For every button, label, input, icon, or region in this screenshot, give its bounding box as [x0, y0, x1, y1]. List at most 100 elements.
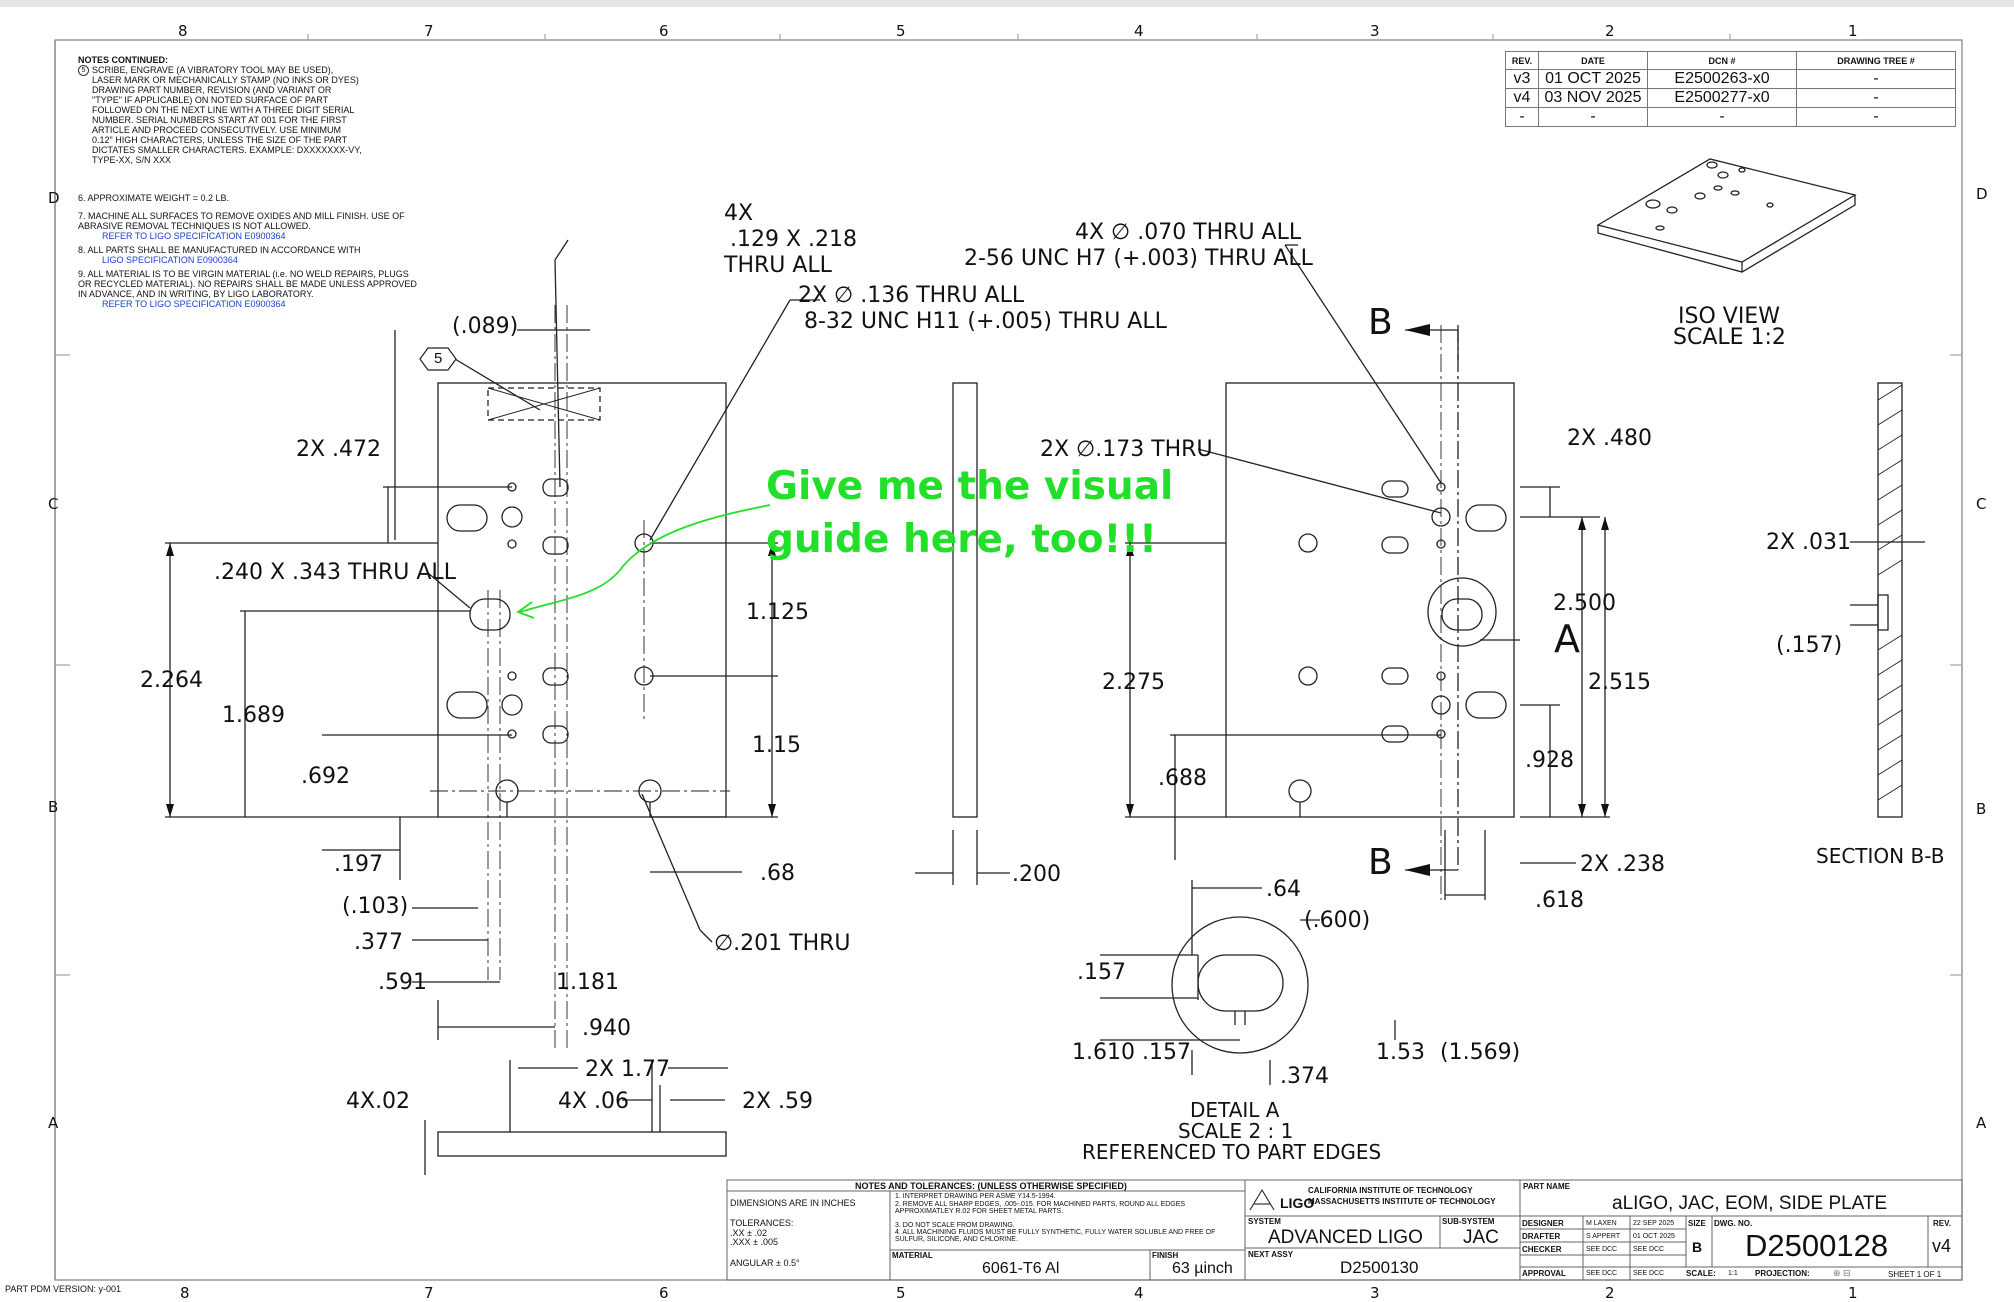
section-b-bottom-label: B [1368, 842, 1393, 883]
dim-1610: 1.610 [1072, 1040, 1135, 1065]
dim-1689: 1.689 [222, 703, 285, 728]
tb-system-label: SYSTEM [1248, 1217, 1281, 1226]
tb-next-assy: D2500130 [1340, 1258, 1419, 1277]
zone-row-a-right: A [1976, 1114, 1987, 1132]
annotation-line-2: guide here, too!!! [766, 517, 1157, 562]
zone-row-c: C [48, 495, 59, 513]
projection-symbol-icon: ⊕ ⊟ [1833, 1268, 1851, 1278]
dim-2515: 2.515 [1588, 670, 1651, 695]
zone-col-8-bottom: 8 [180, 1284, 190, 1302]
zone-col-7-bottom: 7 [424, 1284, 434, 1302]
zone-col-3-bottom: 3 [1370, 1284, 1380, 1302]
dim-928: .928 [1525, 748, 1574, 773]
tree-cell: - [1796, 88, 1956, 108]
dim-59: 2X .59 [742, 1089, 814, 1114]
dim-173-thru: 2X ∅.173 THRU [1040, 437, 1213, 462]
iso-view-title: ISO VIEW [1678, 304, 1780, 329]
note-9-link[interactable]: REFER TO LIGO SPECIFICATION E0900364 [102, 299, 286, 309]
tree-cell: - [1796, 69, 1956, 89]
slot-callout-thru: THRU ALL [724, 253, 832, 278]
zone-col-5-bottom: 5 [896, 1284, 906, 1302]
dim-157-detail-a: .157 [1077, 960, 1126, 985]
slot-callout-size: .129 X .218 [730, 227, 858, 252]
tb-approval-date: SEE DCC [1633, 1270, 1665, 1277]
dcn-cell: E2500277-x0 [1647, 88, 1797, 108]
zone-col-1-bottom: 1 [1848, 1284, 1858, 1302]
tree-cell: - [1796, 107, 1956, 127]
detail-a-scale: SCALE 2 : 1 [1178, 1119, 1294, 1143]
drawing-tree-col-header: DRAWING TREE # [1796, 51, 1956, 70]
annotation-request-text: Give me the visual guide here, too!!! [766, 460, 1173, 566]
dim-480: 2X .480 [1567, 426, 1653, 451]
dim-large-slot: .240 X .343 THRU ALL [214, 560, 456, 585]
zone-row-d-right: D [1976, 185, 1988, 203]
tb-drafter-label: DRAFTER [1522, 1232, 1561, 1241]
table-row: v4 03 NOV 2025 E2500277-x0 - [1505, 88, 1956, 108]
dim-940: .940 [582, 1016, 631, 1041]
dim-197: .197 [334, 852, 383, 877]
tb-tolerances: TOLERANCES: [730, 1218, 794, 1228]
tb-material-label: MATERIAL [892, 1251, 933, 1260]
tb-rev: v4 [1932, 1236, 1952, 1256]
dim-089: (.089) [452, 314, 519, 339]
zone-col-6-bottom: 6 [659, 1284, 669, 1302]
tb-size-label: SIZE [1688, 1219, 1706, 1228]
tb-dwg-no: D2500128 [1745, 1228, 1889, 1263]
dim-600: (.600) [1304, 908, 1371, 933]
note-7: 7. MACHINE ALL SURFACES TO REMOVE OXIDES… [78, 211, 405, 231]
dim-157-section: (.157) [1776, 633, 1843, 658]
tb-size: B [1692, 1239, 1703, 1255]
dim-031: 2X .031 [1766, 530, 1852, 555]
rev-col-header: REV. [1505, 51, 1539, 70]
dcn-cell: - [1647, 107, 1797, 127]
detail-a-callout: A [1554, 617, 1580, 661]
dim-02: 4X.02 [346, 1089, 411, 1114]
tb-logo-text: LIGO [1280, 1195, 1315, 1211]
detail-a-title: DETAIL A [1190, 1098, 1280, 1122]
zone-col-3: 3 [1370, 22, 1380, 40]
dim-2275: 2.275 [1102, 670, 1165, 695]
date-col-header: DATE [1538, 51, 1648, 70]
annotation-line-1: Give me the visual [766, 464, 1174, 509]
tb-system: ADVANCED LIGO [1268, 1227, 1423, 1248]
dim-377: .377 [354, 930, 403, 955]
date-cell: 03 NOV 2025 [1538, 88, 1648, 108]
note-8-link[interactable]: LIGO SPECIFICATION E0900364 [102, 255, 238, 265]
note-8: 8. ALL PARTS SHALL BE MANUFACTURED IN AC… [78, 245, 361, 255]
zone-col-4: 4 [1134, 22, 1144, 40]
tb-designer-date: 22 SEP 2025 [1633, 1220, 1675, 1227]
tb-tol-xx: .XX ± .02 [730, 1228, 767, 1238]
iso-view-scale: SCALE 1:2 [1673, 325, 1786, 350]
note-9: 9. ALL MATERIAL IS TO BE VIRGIN MATERIAL… [78, 269, 417, 299]
note-7-link[interactable]: REFER TO LIGO SPECIFICATION E0900364 [102, 231, 286, 241]
tb-part-name-label: PART NAME [1523, 1182, 1570, 1191]
back-view [1125, 244, 1610, 900]
zone-col-2-bottom: 2 [1605, 1284, 1615, 1302]
tb-dwg-label: DWG. NO. [1714, 1219, 1753, 1228]
dim-238: 2X .238 [1580, 852, 1666, 877]
table-row: v3 01 OCT 2025 E2500263-x0 - [1505, 69, 1956, 89]
tb-note-3: 3. DO NOT SCALE FROM DRAWING. [895, 1222, 1015, 1229]
zone-col-6: 6 [659, 22, 669, 40]
note5-marker: 5 [78, 65, 89, 76]
hole-callout-line1: 4X ∅ .070 THRU ALL [1075, 220, 1302, 245]
detail-a-view [1100, 880, 1396, 1085]
annotation-arrow [516, 504, 771, 619]
dim-688: .688 [1158, 766, 1207, 791]
rev-cell: - [1505, 107, 1539, 127]
dcn-col-header: DCN # [1647, 51, 1797, 70]
date-cell: 01 OCT 2025 [1538, 69, 1648, 89]
tb-institution-1: CALIFORNIA INSTITUTE OF TECHNOLOGY [1308, 1186, 1473, 1195]
front-view [165, 239, 820, 1050]
detail-a-reference: REFERENCED TO PART EDGES [1082, 1140, 1382, 1164]
section-b-top-label: B [1368, 302, 1393, 343]
zone-row-b-right: B [1976, 800, 1987, 818]
dim-64: .64 [1266, 877, 1301, 902]
tb-checker: SEE DCC [1586, 1246, 1618, 1253]
tb-note-2: 2. REMOVE ALL SHARP EDGES, .005-.015. FO… [895, 1201, 1186, 1215]
revision-header-row: REV. DATE DCN # DRAWING TREE # [1505, 51, 1956, 70]
tb-material: 6061-T6 Al [982, 1260, 1060, 1277]
slot-callout-qty: 4X [724, 201, 754, 226]
dim-201-thru: ∅.201 THRU [714, 931, 851, 956]
dim-2264: 2.264 [140, 668, 203, 693]
